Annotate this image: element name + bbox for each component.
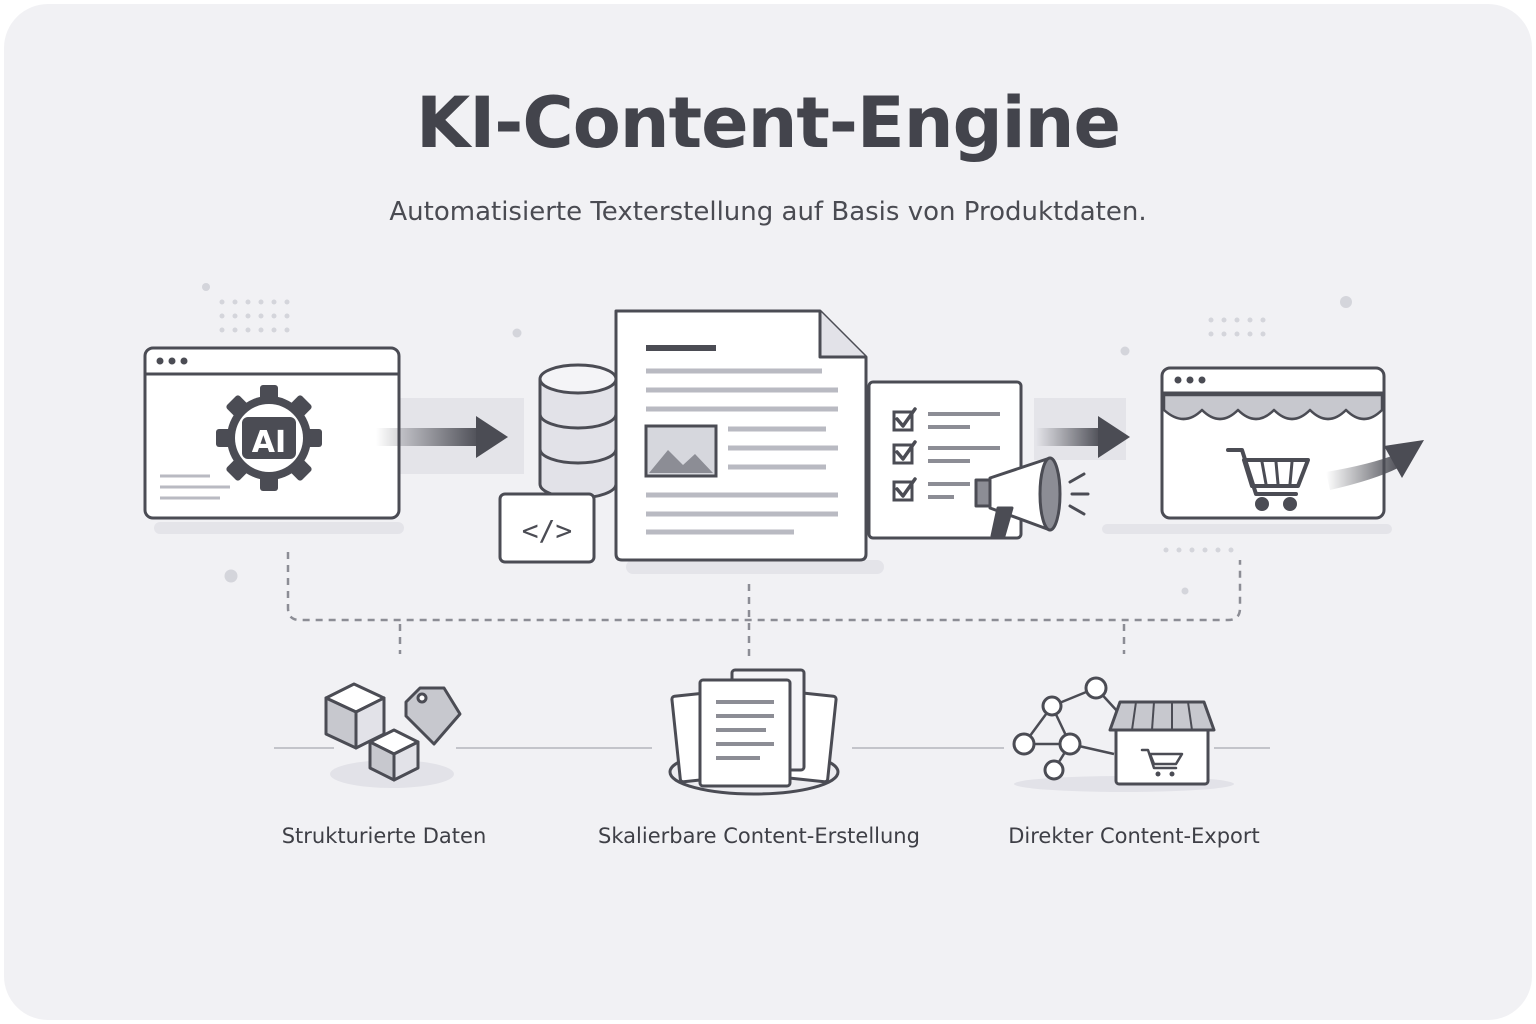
database-icon [538,363,618,500]
feature-label-direct-export: Direkter Content-Export [1008,824,1260,848]
code-box-icon: </> [498,492,596,564]
network-storefront-icon [1012,676,1234,792]
feature-label-structured-data: Strukturierte Daten [281,824,487,848]
decor-dots-right [1120,296,1352,595]
decor-dots-left [202,283,522,583]
document-stack-icon [668,668,840,796]
code-tag-label: </> [522,514,573,547]
megaphone-icon [974,456,1090,538]
flow-arrow-2 [1036,416,1130,458]
diagram-card: KI-Content-Engine Automatisierte Texters… [4,4,1532,1020]
ai-gear-icon: AI [216,385,322,491]
export-arrow-icon [1326,440,1424,490]
page-subtitle: Automatisierte Texterstellung auf Basis … [389,197,1147,227]
dashed-connectors [286,552,1242,656]
boxes-and-tag-icon [324,682,462,788]
flow-arrow-1 [376,416,508,458]
page-title: KI-Content-Engine [416,82,1121,164]
main-document-icon [614,309,868,562]
feature-label-scalable-content: Skalierbare Content-Erstellung [598,824,920,848]
shopping-cart-icon [1226,448,1310,511]
pipeline-diagram: AI </> [143,283,1424,796]
ai-badge-label: AI [252,425,286,460]
